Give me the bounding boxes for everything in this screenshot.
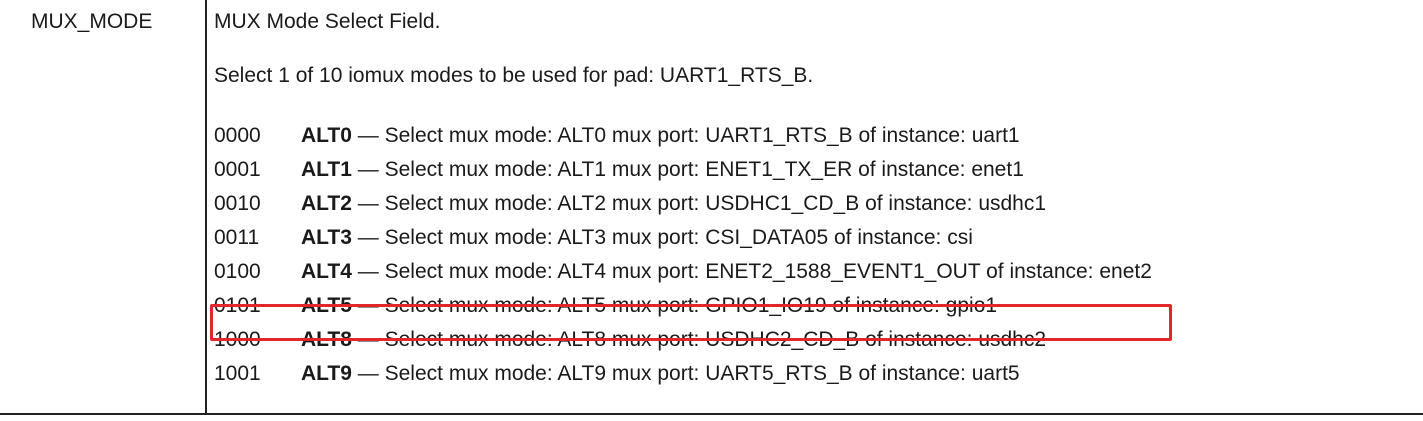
highlight-box-alt5 <box>210 304 1172 341</box>
mode-list: 0000 ALT0 — Select mux mode: ALT0 mux por… <box>214 124 1152 396</box>
field-description: Select 1 of 10 iomux modes to be used fo… <box>214 64 814 87</box>
mode-alt: ALT3 <box>301 226 352 249</box>
mode-alt: ALT0 <box>301 124 352 147</box>
mode-alt: ALT4 <box>301 260 352 283</box>
mode-alt: ALT1 <box>301 158 352 181</box>
field-name-cell: MUX_MODE <box>31 10 153 33</box>
mode-row-alt4: 0100 ALT4 — Select mux mode: ALT4 mux por… <box>214 260 1152 294</box>
mode-code: 0010 <box>214 192 261 215</box>
mode-text: — Select mux mode: ALT0 mux port: UART1_… <box>351 124 1020 147</box>
mode-code: 1001 <box>214 362 261 385</box>
mode-text: — Select mux mode: ALT2 mux port: USDHC1… <box>351 192 1047 215</box>
mode-text: — Select mux mode: ALT4 mux port: ENET2_… <box>351 260 1152 283</box>
column-divider <box>205 0 207 413</box>
mode-text: — Select mux mode: ALT9 mux port: UART5_… <box>351 362 1020 385</box>
mode-row-alt2: 0010 ALT2 — Select mux mode: ALT2 mux por… <box>214 192 1152 226</box>
field-title: MUX Mode Select Field. <box>214 10 441 33</box>
mode-code: 0001 <box>214 158 261 181</box>
mode-code: 0011 <box>214 226 260 249</box>
mode-alt: ALT9 <box>301 362 352 385</box>
mode-row-alt3: 0011 ALT3 — Select mux mode: ALT3 mux por… <box>214 226 1152 260</box>
mode-row-alt0: 0000 ALT0 — Select mux mode: ALT0 mux por… <box>214 124 1152 158</box>
mode-text: — Select mux mode: ALT3 mux port: CSI_DA… <box>351 226 973 249</box>
mode-code: 0100 <box>214 260 261 283</box>
mode-text: — Select mux mode: ALT1 mux port: ENET1_… <box>351 158 1024 181</box>
mode-row-alt9: 1001 ALT9 — Select mux mode: ALT9 mux por… <box>214 362 1152 396</box>
mode-code: 0000 <box>214 124 261 147</box>
mode-alt: ALT2 <box>301 192 352 215</box>
mode-row-alt1: 0001 ALT1 — Select mux mode: ALT1 mux por… <box>214 158 1152 192</box>
